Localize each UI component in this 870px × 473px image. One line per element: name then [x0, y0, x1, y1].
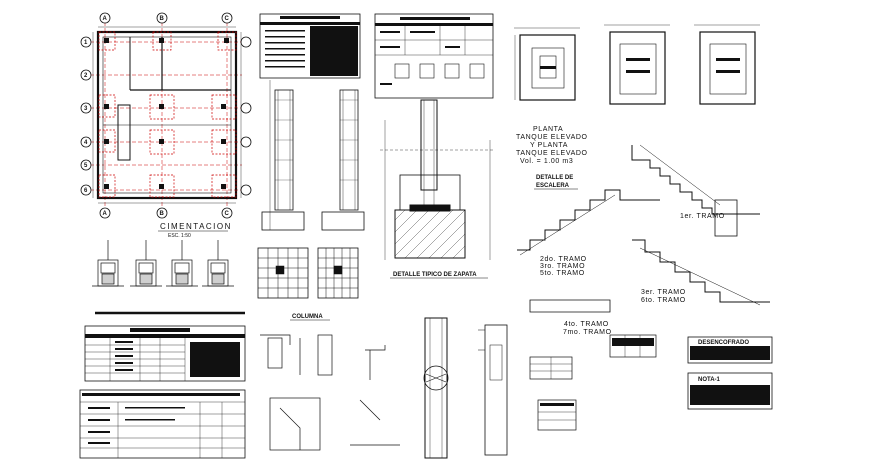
stair-labels: DETALLE DE ESCALERA 1er. TRAMO 2do. TRAM…: [534, 175, 725, 336]
axis-label-1: 1: [84, 40, 88, 46]
column-elevation-detail: [261, 80, 365, 231]
tramo-3-label: 3ro. TRAMO: [540, 263, 585, 270]
stair-title-line-2: ESCALERA: [536, 183, 570, 189]
axis-label-4: 4: [84, 140, 88, 146]
desencofrado-box: DESENCOFRADO: [687, 336, 773, 364]
foundation-plan-scale: ESC. 1:50: [168, 233, 191, 239]
tramo-2-label: 2do. TRAMO: [540, 256, 587, 263]
tank-title-line-4: TANQUE ELEVADO: [516, 150, 588, 157]
small-tables-lower-right: [529, 334, 657, 431]
tank-title: PLANTA TANQUE ELEVADO Y PLANTA TANQUE EL…: [516, 126, 588, 165]
foundation-plan: A B C A B C 1 2 3: [80, 12, 252, 239]
zapata-detail: [380, 99, 495, 260]
tramo-1-label: 1er. TRAMO: [680, 213, 725, 220]
tank-title-line-3: Y PLANTA: [530, 142, 568, 149]
tramo-3er-label: 3er. TRAMO: [641, 289, 686, 296]
column-splice-detail: [423, 317, 508, 459]
axis-label-b: B: [160, 16, 165, 22]
desencofrado-title: DESENCOFRADO: [698, 340, 749, 346]
nota-box: NOTA-1: [687, 372, 773, 410]
spec-table-left: [259, 13, 361, 79]
zapata-detail-title: DETALLE TIPICO DE ZAPATA: [393, 272, 477, 278]
axis-label-2: 2: [84, 73, 88, 79]
schedule-table-1: [84, 325, 246, 382]
foundation-plan-title: CIMENTACION: [160, 222, 232, 231]
tramo-4-label: 4to. TRAMO: [564, 321, 609, 328]
tramo-7-label: 7mo. TRAMO: [563, 329, 612, 336]
plan-dimensions: [92, 26, 242, 204]
axis-label-3: 3: [84, 106, 88, 112]
tank-title-line-1: PLANTA: [533, 126, 563, 133]
tank-plans: [514, 24, 760, 105]
tank-title-line-2: TANQUE ELEVADO: [516, 134, 588, 141]
tank-title-line-5: Vol. = 1.00 m3: [520, 158, 573, 165]
axis-label-a-bottom: A: [103, 211, 108, 217]
tramo-5-label: 5to. TRAMO: [540, 270, 585, 277]
rebar-hook-details: [260, 334, 400, 451]
axis-label-a: A: [103, 16, 108, 22]
axis-label-c-bottom: C: [225, 211, 230, 217]
axis-label-b-bottom: B: [160, 211, 165, 217]
column-axis-bubbles-bottom: A B C: [99, 207, 233, 219]
nota-title: NOTA-1: [698, 377, 721, 383]
row-axis-bubbles: 1 2 3 4 5 6: [80, 36, 252, 196]
column-grid-plans: [257, 247, 359, 299]
axis-label-5: 5: [84, 163, 88, 169]
stair-details: [517, 144, 770, 313]
column-markers: [104, 38, 229, 189]
spec-table-right: [374, 13, 494, 99]
schedule-table-2: [79, 389, 246, 459]
tramo-6-label: 6to. TRAMO: [641, 297, 686, 304]
footing-section-details: [92, 240, 245, 315]
footings: [98, 31, 237, 198]
stair-title-line-1: DETALLE DE: [536, 175, 573, 181]
axis-label-6: 6: [84, 188, 88, 194]
columna-label: COLUMNA: [292, 314, 323, 320]
plan-walls: [96, 30, 238, 200]
axis-label-c: C: [225, 16, 230, 22]
